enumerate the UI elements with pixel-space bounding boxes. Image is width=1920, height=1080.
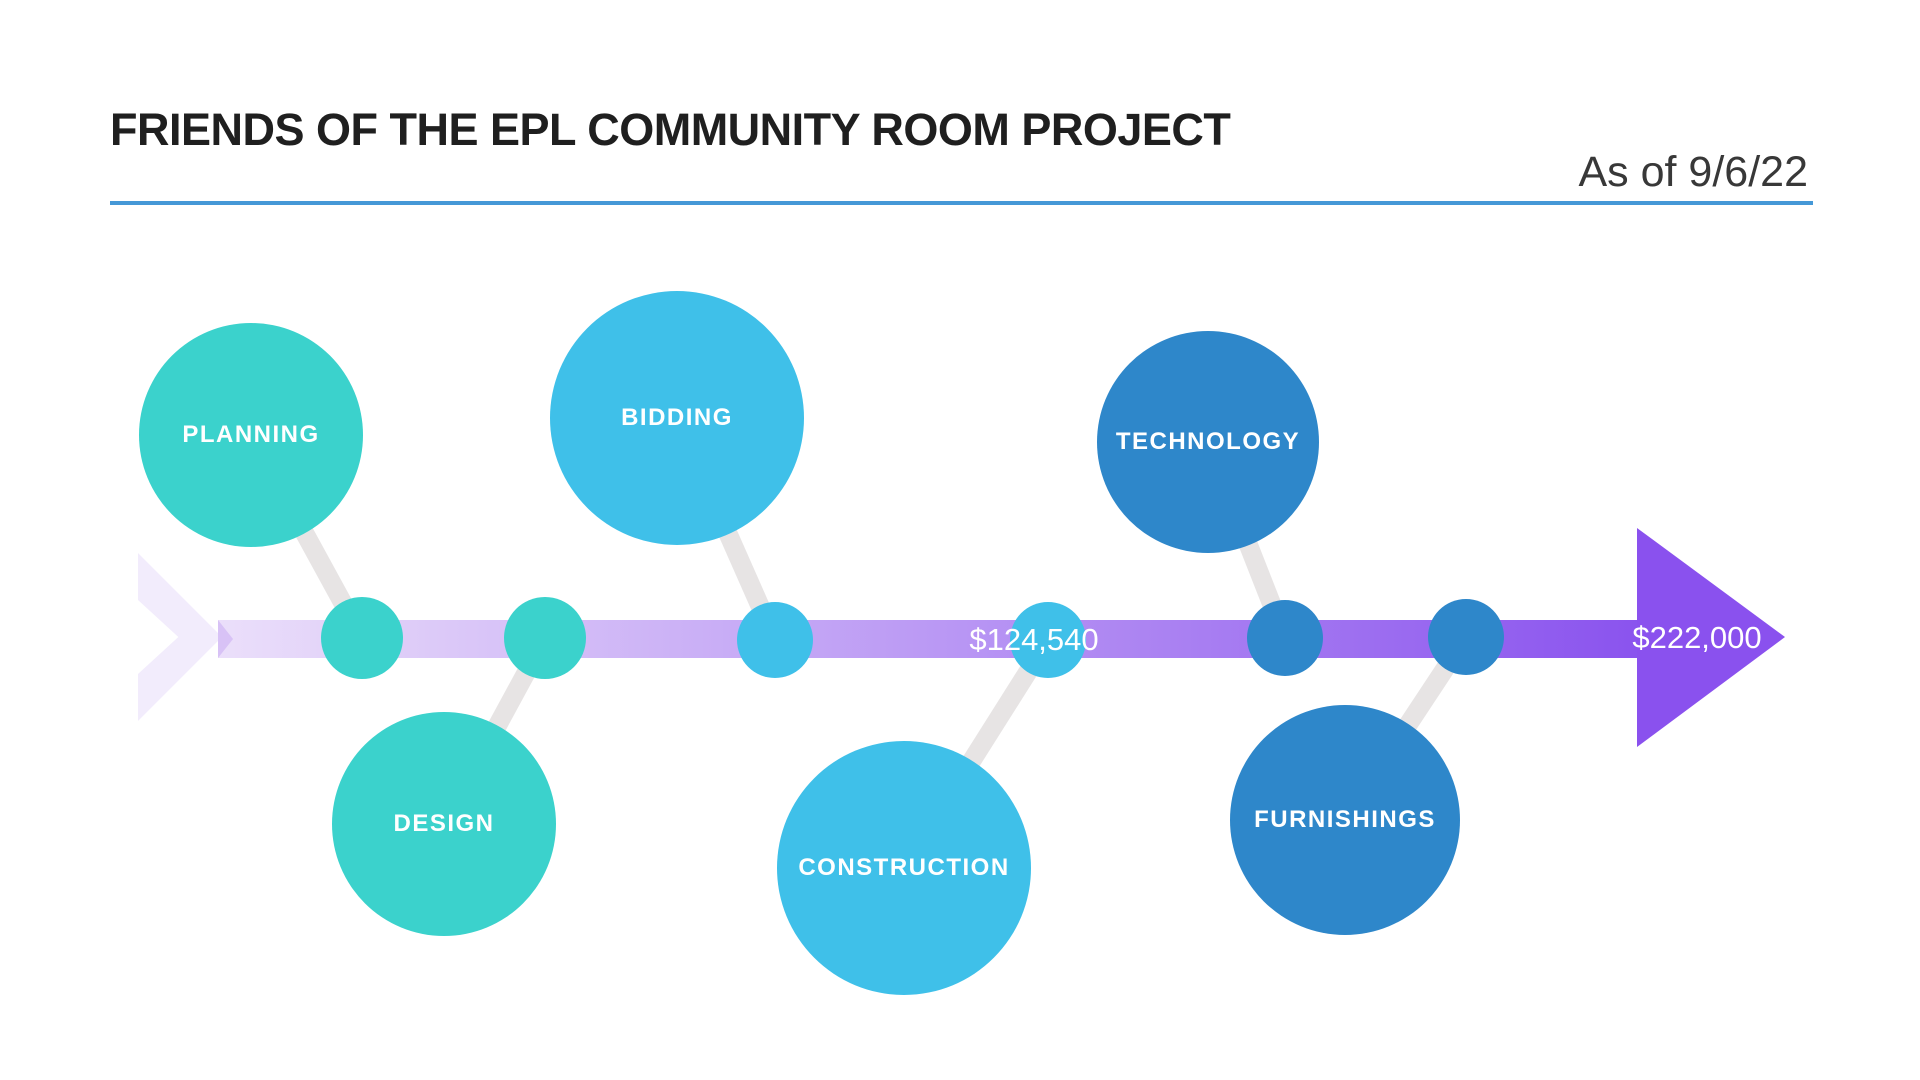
page-title: FRIENDS OF THE EPL COMMUNITY ROOM PROJEC… [110, 104, 1231, 155]
connector-dot-design [504, 597, 586, 679]
milestone-circle-construction: CONSTRUCTION [777, 741, 1031, 995]
timeline-bar [218, 620, 1642, 658]
connector-dot-planning [321, 597, 403, 679]
milestone-label-construction: CONSTRUCTION [798, 854, 1010, 881]
timeline-bar-notch [218, 620, 233, 658]
current-amount-label: $124,540 [969, 622, 1099, 657]
connector-dot-bidding [737, 602, 813, 678]
timeline-arrow-head-icon [1637, 528, 1785, 747]
goal-amount-label: $222,000 [1632, 620, 1762, 655]
milestone-circle-furnishings: FURNISHINGS [1230, 705, 1460, 935]
connector-dot-construction [1010, 602, 1086, 678]
milestone-circle-planning: PLANNING [139, 323, 363, 547]
title-underline [110, 201, 1813, 205]
milestone-circle-design: DESIGN [332, 712, 556, 936]
milestone-label-bidding: BIDDING [621, 404, 733, 431]
milestone-label-technology: TECHNOLOGY [1115, 428, 1301, 455]
milestone-label-design: DESIGN [393, 810, 495, 837]
connector-dot-technology [1247, 600, 1323, 676]
connector-dot-furnishings [1428, 599, 1504, 675]
as-of-date: As of 9/6/22 [1578, 148, 1809, 196]
milestone-label-planning: PLANNING [182, 421, 320, 448]
milestone-circle-technology: TECHNOLOGY [1097, 331, 1319, 553]
milestone-circle-bidding: BIDDING [550, 291, 804, 545]
milestone-label-furnishings: FURNISHINGS [1254, 806, 1436, 833]
